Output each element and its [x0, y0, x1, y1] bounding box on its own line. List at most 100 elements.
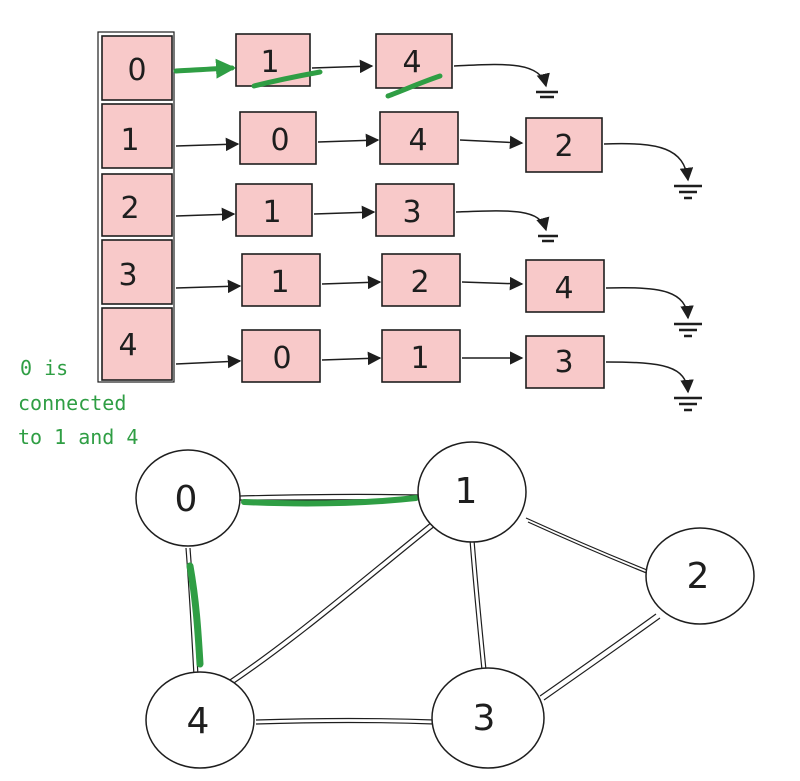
list-node-box: [381, 329, 461, 383]
head-arrow: [175, 354, 242, 369]
list-node: 3: [525, 335, 605, 389]
null-arrow: [453, 63, 550, 88]
list-node-box: [525, 259, 605, 313]
highlight-arrow: [173, 58, 236, 79]
next-arrow: [313, 205, 376, 220]
edge-0-1: [239, 493, 421, 507]
next-arrow: [311, 59, 374, 74]
head-cell-box: [101, 173, 173, 237]
note-line: connected: [18, 391, 126, 415]
list-node-label: 1: [260, 45, 279, 80]
null-arrow: [603, 142, 694, 182]
node-circle: [135, 449, 241, 547]
highlight-edge: [186, 562, 204, 668]
list-node-label: 1: [270, 265, 289, 300]
node-circle: [417, 441, 527, 543]
list-node-label: 1: [410, 341, 429, 376]
list-row-4: 0 1 3: [175, 329, 702, 412]
edge-2-3: [539, 613, 661, 701]
node-label: 3: [473, 698, 496, 739]
head-array: 0 1 2 3 4: [97, 31, 175, 383]
edge-3-4: [255, 717, 435, 725]
list-node-box: [235, 33, 311, 87]
list-node-box: [381, 253, 461, 307]
edge-1-4: [223, 521, 437, 688]
list-node-label: 0: [270, 123, 289, 158]
node-label: 0: [175, 479, 198, 520]
head-cell-label: 4: [118, 328, 137, 363]
next-arrow: [459, 135, 524, 150]
list-node: 1: [241, 253, 321, 307]
list-node: 3: [375, 183, 455, 237]
note-line: 0 is: [20, 356, 68, 380]
node-label: 1: [455, 471, 478, 512]
list-node-label: 1: [262, 195, 281, 230]
list-node-label: 4: [554, 271, 573, 306]
strike-mark: [251, 69, 323, 89]
graph-node-2: 2: [645, 527, 755, 625]
list-node-box: [379, 111, 459, 165]
null-arrow: [455, 210, 550, 232]
head-cell-box: [101, 35, 173, 101]
graph-node-4: 4: [145, 671, 255, 769]
list-node: 1: [381, 329, 461, 383]
list-node-box: [241, 329, 321, 383]
next-arrow: [461, 276, 524, 291]
next-arrow: [321, 351, 382, 366]
node-circle: [645, 527, 755, 625]
null-terminator-icon: [674, 396, 702, 412]
list-node: 1: [235, 33, 311, 87]
list-node-box: [375, 33, 453, 89]
graph-nodes: 0 1 2 3 4: [135, 441, 755, 769]
head-cell-2: 2: [101, 173, 173, 237]
null-arrow: [605, 286, 694, 320]
list-row-2: 1 3: [175, 183, 558, 243]
node-label: 4: [187, 701, 210, 742]
head-arrow: [175, 279, 242, 294]
strike-mark: [385, 73, 443, 99]
list-row-0: 1 4: [173, 33, 558, 99]
edge-0-4: [185, 547, 204, 677]
head-cell-label: 1: [120, 123, 139, 158]
head-cell-box: [101, 239, 173, 305]
list-node: 4: [379, 111, 459, 165]
edge-1-3: [469, 539, 487, 671]
head-array-frame: [97, 31, 175, 383]
list-node-label: 2: [554, 129, 573, 164]
list-node: 0: [241, 329, 321, 383]
null-terminator-icon: [674, 322, 702, 338]
list-node-box: [241, 253, 321, 307]
list-node-label: 4: [408, 123, 427, 158]
head-cell-label: 2: [120, 191, 139, 226]
head-cell-4: 4: [101, 307, 173, 381]
head-arrow: [175, 207, 236, 222]
null-terminator-icon: [538, 234, 558, 243]
list-node-box: [525, 117, 603, 173]
list-node: 1: [235, 183, 313, 237]
null-terminator-icon: [674, 184, 702, 200]
list-node-box: [235, 183, 313, 237]
list-row-1: 0 4 2: [175, 111, 702, 200]
list-node: 0: [239, 111, 317, 165]
head-arrow: [175, 137, 240, 152]
head-cell-box: [101, 103, 173, 169]
list-node-box: [525, 335, 605, 389]
graph-node-1: 1: [417, 441, 527, 543]
head-cell-label: 0: [127, 53, 146, 88]
list-node-label: 0: [272, 341, 291, 376]
node-circle: [431, 667, 545, 769]
head-cell-1: 1: [101, 103, 173, 169]
note-line: to 1 and 4: [18, 425, 138, 449]
list-node: 4: [375, 33, 453, 89]
highlight-edge: [241, 495, 419, 507]
head-cell-box: [101, 307, 173, 381]
head-cell-label: 3: [118, 258, 137, 293]
annotation-note: 0 is connected to 1 and 4: [18, 356, 138, 449]
graph-node-0: 0: [135, 449, 241, 547]
list-node: 2: [525, 117, 603, 173]
list-node-box: [239, 111, 317, 165]
list-node-label: 3: [402, 195, 421, 230]
graph-node-3: 3: [431, 667, 545, 769]
edge-1-2: [525, 517, 655, 577]
